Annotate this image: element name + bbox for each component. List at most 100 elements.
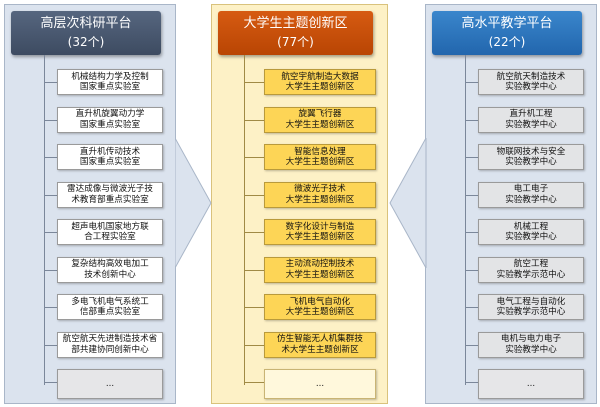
right-item: 物联网技术与安全实验教学中心 [478, 144, 584, 170]
middle-item: 飞机电气自动化大学生主题创新区 [264, 294, 376, 320]
left-item: 直升机旋翼动力学国家重点实验室 [57, 106, 163, 133]
left-spine [44, 55, 45, 385]
right-item-line: 实验教学中心 [505, 82, 557, 92]
right-item-line: 实验教学中心 [505, 194, 557, 205]
right-item: 电机与电力电子实验教学中心 [478, 331, 584, 358]
middle-connector [244, 119, 264, 121]
left-item-line: 国家重点实验室 [79, 119, 141, 130]
middle-connector [244, 382, 264, 383]
middle-connector [244, 344, 264, 346]
middle-item-line: 大学生主题创新区 [285, 82, 355, 92]
left-item-line: 部共建协同创新中心 [71, 344, 149, 355]
left-item-line: 直升机旋翼动力学 [75, 109, 145, 119]
left-item: 雷达成像与微波光子技术教育部重点实验室 [57, 181, 163, 208]
left-item: 直升机传动技术国家重点实验室 [57, 144, 163, 170]
right-connector [465, 194, 478, 196]
right-item: 直升机工程实验教学中心 [478, 106, 584, 133]
right-pointing-arrow-icon [175, 138, 212, 268]
right-item-line: ... [526, 378, 536, 389]
middle-panel: 大学生主题创新区 (77个) 航空宇航制造大数据大学生主题创新区旋翼飞行器大学生… [211, 4, 388, 404]
right-item-line: 直升机工程 [509, 109, 553, 119]
middle-item: 微波光子技术大学生主题创新区 [264, 181, 376, 208]
left-count: (32个) [67, 35, 105, 49]
left-item-line: 多电飞机电气系统工 [71, 296, 149, 307]
left-item-line: 超声电机国家地方联 [71, 221, 149, 232]
middle-connector [244, 82, 264, 83]
middle-item-line: 微波光子技术 [294, 184, 346, 194]
right-item-line: 实验教学中心 [505, 119, 557, 130]
left-item: 复杂结构高效电加工技术创新中心 [57, 256, 163, 283]
middle-item-line: 大学生主题创新区 [285, 232, 355, 242]
left-item: 机械结构力学及控制国家重点实验室 [57, 69, 163, 95]
middle-item-line: 飞机电气自动化 [289, 296, 351, 307]
left-pointing-arrow-icon [389, 138, 427, 268]
left-item-line: 直升机传动技术 [79, 146, 141, 157]
middle-item-line: 智能信息处理 [294, 146, 346, 157]
middle-connector [244, 194, 264, 196]
left-item-line: 复杂结构高效电加工 [71, 259, 149, 269]
left-connector [44, 194, 57, 196]
right-item-line: 航空航天制造技术 [496, 71, 566, 82]
left-item-line: 技术创新中心 [84, 269, 136, 280]
left-item-line: 国家重点实验室 [79, 82, 141, 92]
right-item-line: 实验教学中心 [505, 157, 557, 167]
right-item-line: 电气工程与自动化 [496, 296, 566, 307]
right-item-line: 电机与电力电子 [500, 334, 562, 344]
left-item-line: 航空航天先进制造技术省 [62, 334, 158, 344]
left-item: 多电飞机电气系统工信部重点实验室 [57, 294, 163, 320]
left-item-line: 术教育部重点实验室 [71, 194, 149, 205]
left-connector [44, 157, 57, 158]
left-item-line: 机械结构力学及控制 [71, 71, 149, 82]
right-item-line: 电工电子 [513, 184, 549, 194]
right-connector [465, 269, 478, 271]
middle-item-line: 仿生智能无人机集群技 [277, 334, 363, 344]
right-connector [465, 307, 478, 308]
left-item-line: 国家重点实验室 [79, 157, 141, 167]
middle-connector [244, 232, 264, 233]
middle-item: 仿生智能无人机集群技术大学生主题创新区 [264, 331, 376, 358]
left-item: 超声电机国家地方联合工程实验室 [57, 219, 163, 245]
middle-connector [244, 307, 264, 308]
right-item-line: 实验教学中心 [505, 232, 557, 242]
right-connector [465, 344, 478, 346]
right-item-line: 物联网技术与安全 [496, 146, 566, 157]
left-item-line: 合工程实验室 [84, 232, 136, 242]
right-spine [465, 55, 466, 385]
right-panel: 高水平教学平台 (22个) 航空航天制造技术实验教学中心直升机工程实验教学中心物… [425, 4, 597, 404]
left-item-line: ... [105, 378, 115, 389]
middle-spine [244, 55, 245, 385]
right-connector [465, 82, 478, 83]
left-item-line: 信部重点实验室 [79, 307, 141, 317]
middle-item: 旋翼飞行器大学生主题创新区 [264, 106, 376, 133]
right-count: (22个) [488, 35, 526, 49]
middle-item: 智能信息处理大学生主题创新区 [264, 144, 376, 170]
right-item: 电气工程与自动化实验教学示范中心 [478, 294, 584, 320]
right-item: 机械工程实验教学中心 [478, 219, 584, 245]
left-item-line: 雷达成像与微波光子技 [67, 184, 153, 194]
left-connector [44, 119, 57, 121]
middle-connector [244, 157, 264, 158]
left-item: 航空航天先进制造技术省部共建协同创新中心 [57, 331, 163, 358]
middle-connector [244, 269, 264, 271]
middle-item-line: 旋翼飞行器 [298, 109, 342, 119]
right-header: 高水平教学平台 (22个) [432, 11, 582, 55]
right-connector [465, 382, 478, 383]
middle-item-line: 大学生主题创新区 [285, 194, 355, 205]
middle-item-line: 大学生主题创新区 [285, 307, 355, 317]
right-item: 航空航天制造技术实验教学中心 [478, 69, 584, 95]
middle-item-line: 航空宇航制造大数据 [281, 71, 359, 82]
middle-item-line: 术大学生主题创新区 [281, 344, 359, 355]
right-item: ... [478, 369, 584, 399]
left-title: 高层次科研平台 [40, 16, 132, 31]
left-connector [44, 269, 57, 271]
middle-title: 大学生主题创新区 [243, 16, 348, 31]
middle-item-line: 大学生主题创新区 [285, 157, 355, 167]
middle-item: 航空宇航制造大数据大学生主题创新区 [264, 69, 376, 95]
left-connector [44, 232, 57, 233]
middle-item-line: 主动流动控制技术 [285, 259, 355, 269]
right-connector [465, 119, 478, 121]
right-item-line: 航空工程 [513, 259, 549, 269]
left-connector [44, 344, 57, 346]
middle-item: 数字化设计与制造大学生主题创新区 [264, 219, 376, 245]
right-connector [465, 157, 478, 158]
